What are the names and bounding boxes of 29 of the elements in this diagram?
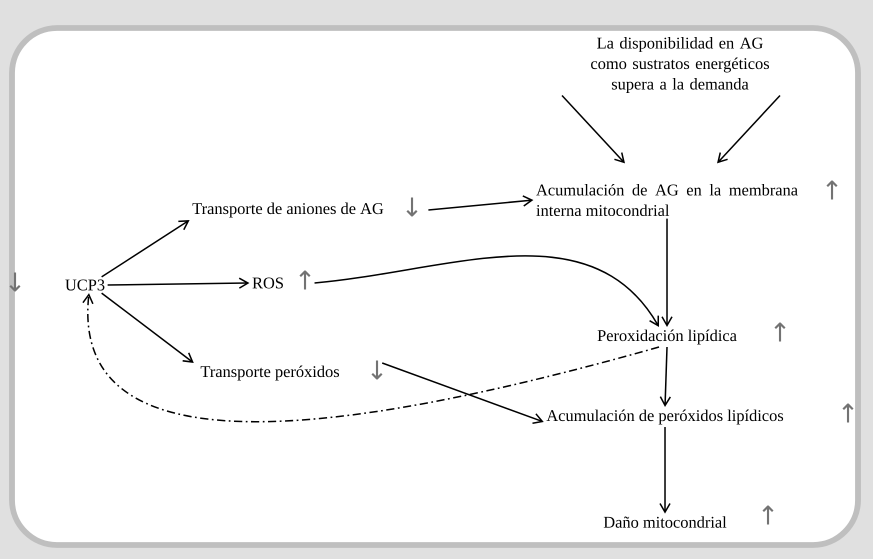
arrow [660, 347, 671, 407]
text-label: UCP3 [65, 280, 104, 291]
text-label: Acumulación de peróxidos lipídicos [546, 410, 784, 424]
text-label: Transporte de aniones de AG [192, 202, 384, 218]
arrow [428, 195, 534, 211]
arrow [717, 95, 781, 164]
trend-arrow: ↑ [762, 506, 774, 524]
arrow [82, 293, 660, 422]
arrow [101, 292, 194, 363]
trend-arrow: ↓ [371, 360, 382, 380]
text-label: Daño mitocondrial [604, 516, 726, 528]
arrow [661, 218, 673, 327]
text-label: ROS [252, 278, 283, 289]
arrow [108, 277, 250, 289]
arrow [101, 220, 190, 278]
trend-arrow: ↑ [826, 180, 838, 200]
arrow [382, 362, 544, 424]
arrow [561, 95, 626, 164]
trend-arrow: ↑ [842, 404, 854, 422]
text-label: Acumulación de AG en la membrana interna mitocondrial [536, 184, 798, 216]
trend-arrow: ↑ [299, 270, 310, 290]
trend-arrow: ↓ [9, 272, 20, 292]
trend-arrow: ↑ [774, 322, 786, 342]
text-label: Peroxidación lipídica [598, 330, 737, 344]
arrow [314, 255, 660, 327]
text-label: La disponibilidad en AG como sustratos energéticos supera a la demanda [591, 37, 770, 93]
arrow [659, 427, 671, 514]
text-label: Transporte peróxidos [200, 366, 340, 380]
trend-arrow: ↓ [406, 198, 418, 216]
